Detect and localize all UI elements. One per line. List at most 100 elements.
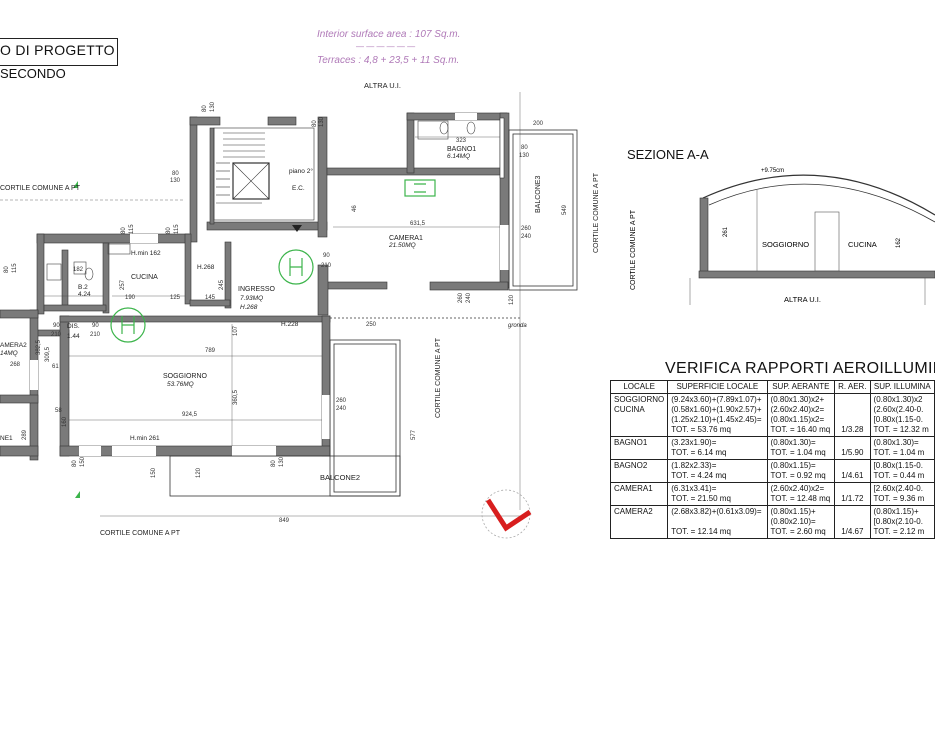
column-header: SUPERFICIE LOCALE (667, 380, 768, 394)
fixtures (46, 120, 476, 281)
column-header: SUP. ILLUMINA (869, 380, 935, 394)
cell-illum: (0.80x1.30)= TOT. = 1.04 m (869, 436, 935, 460)
wall-segment (224, 241, 232, 309)
wall-segment (429, 281, 509, 291)
balcone3-label: BALCONE3 (535, 176, 542, 213)
dim-text: 80 (72, 460, 78, 467)
wall-segment (406, 112, 415, 174)
cell-superficie: (2.68x3.82)+(0.61x3.09)= TOT. = 12.14 mq (667, 505, 768, 539)
section-room-label: SOGGIORNO (762, 240, 809, 249)
cell-illum: (0.80x1.15)+ [0.80x(2.10-0. TOT. = 2.12 … (869, 505, 935, 539)
dim-text: 789 (205, 348, 216, 354)
window-opening (130, 234, 158, 243)
room-name: NE1 (0, 435, 13, 442)
dim-text: 80 (271, 460, 277, 467)
room-name: AMERA2 (0, 342, 27, 349)
dim-text: 80 (172, 171, 179, 177)
area-dashes: — — — — — — (356, 42, 416, 51)
room-area: 53.76MQ (167, 381, 194, 388)
north-arrow-icon (481, 489, 532, 539)
wall-segment (102, 242, 110, 314)
dim-text: 240 (466, 292, 472, 303)
cell-ratio: 1/5.90 (834, 436, 871, 460)
room-name: BAGNO1 (447, 146, 476, 153)
dim-text: 309,5 (45, 346, 51, 362)
dim-text: 150 (80, 456, 86, 467)
section-floor-slab (698, 270, 935, 279)
kitchen-counter (107, 243, 131, 255)
balcone2-label: BALCONE2 (320, 473, 360, 482)
cell-superficie: (6.31x3.41)= TOT. = 21.50 mq (667, 482, 768, 506)
toilet-icon (439, 121, 449, 135)
section-height-261: 261 (723, 226, 729, 237)
cortile-label: CORTILE COMUNE A PT (593, 172, 600, 253)
bathtub (417, 120, 449, 140)
dim-text: 130 (210, 101, 216, 112)
elevator-shaft (232, 162, 270, 200)
cell-aerante: (0.80x1.30)x2+ (2.60x2.40)x2= (0.80x1.15… (766, 393, 836, 437)
section-cortile-label: CORTILE COMUNE A PT (630, 209, 637, 290)
section-roof-outer (702, 174, 935, 216)
cell-ratio: 1/4.67 (834, 505, 871, 539)
dim-text: 210 (51, 332, 62, 338)
dim-text: 80 (202, 105, 208, 112)
elevator-cross (232, 162, 270, 200)
wall-segment (326, 167, 508, 176)
section-height-mark: +9.75cm (761, 168, 784, 174)
dim-text: 257 (120, 279, 126, 290)
dim-text: 120 (509, 294, 515, 305)
window-opening (79, 446, 101, 456)
dim-text: 46 (352, 205, 358, 212)
drawing-title: O DI PROGETTO (0, 42, 115, 58)
window-opening (455, 113, 477, 120)
room-height: H.268 (197, 264, 215, 271)
table-row: BAGNO1 (3.23x1.90)= TOT. = 6.14 mq (0.80… (609, 436, 935, 460)
window-opening (30, 360, 38, 390)
dim-text: 260 (458, 292, 464, 303)
wall-segment (326, 281, 388, 290)
balcone3-inner (512, 133, 574, 287)
dim-text: 145 (205, 295, 216, 301)
dim-text: 240 (521, 234, 532, 240)
column-header: LOCALE (609, 380, 669, 394)
dim-text: 115 (12, 263, 18, 273)
dim-text: 849 (279, 518, 290, 524)
room-area: 6.14MQ (447, 153, 470, 160)
dim-text: 80 (521, 145, 528, 151)
room-area: 14MQ (0, 350, 18, 357)
section-a-marker (73, 181, 78, 188)
cortile-label: CORTILE COMUNE A PT (100, 530, 181, 537)
wall-segment (499, 117, 505, 179)
wheelchair-icon (121, 316, 135, 334)
wall-segment (184, 233, 192, 305)
accessibility-markers (110, 179, 436, 343)
dim-text: 210 (90, 332, 101, 338)
wall-segment (0, 309, 39, 319)
wall-segment (317, 264, 329, 316)
interior-area-note: Interior surface area : 107 Sq.m. (317, 29, 461, 40)
dim-text: 80 (4, 266, 10, 273)
dimension-texts: 80 130 80 130 80 130 80 130 200 323 631,… (4, 101, 568, 524)
wall-segment (189, 299, 231, 307)
stair-floor: piano 2° (289, 167, 313, 175)
wall-segment (189, 116, 221, 126)
plan-text: ALTRA U.I. CORTILE COMUNE A PT CORTILE C… (0, 81, 600, 537)
bidet-icon (466, 121, 476, 135)
dim-text: 360,5 (233, 389, 239, 405)
dim-text: 240 (336, 406, 347, 412)
gronda-label: gronda (508, 323, 527, 329)
room-name: CUCINA (131, 274, 158, 281)
section-altra-ui: ALTRA U.I. (784, 295, 821, 304)
window-openings (30, 113, 509, 456)
room-name: CAMERA1 (389, 235, 423, 242)
balconies (169, 129, 578, 497)
altra-ui-label: ALTRA U.I. (364, 81, 401, 90)
column-header: R. AER. (834, 380, 871, 394)
window-opening (500, 225, 509, 270)
room-name: B.2 (78, 284, 88, 291)
dim-text: 120 (196, 467, 202, 478)
section-wall-left (699, 197, 709, 276)
dim-text: 631,5 (410, 221, 426, 227)
dimension-lines (0, 92, 521, 517)
